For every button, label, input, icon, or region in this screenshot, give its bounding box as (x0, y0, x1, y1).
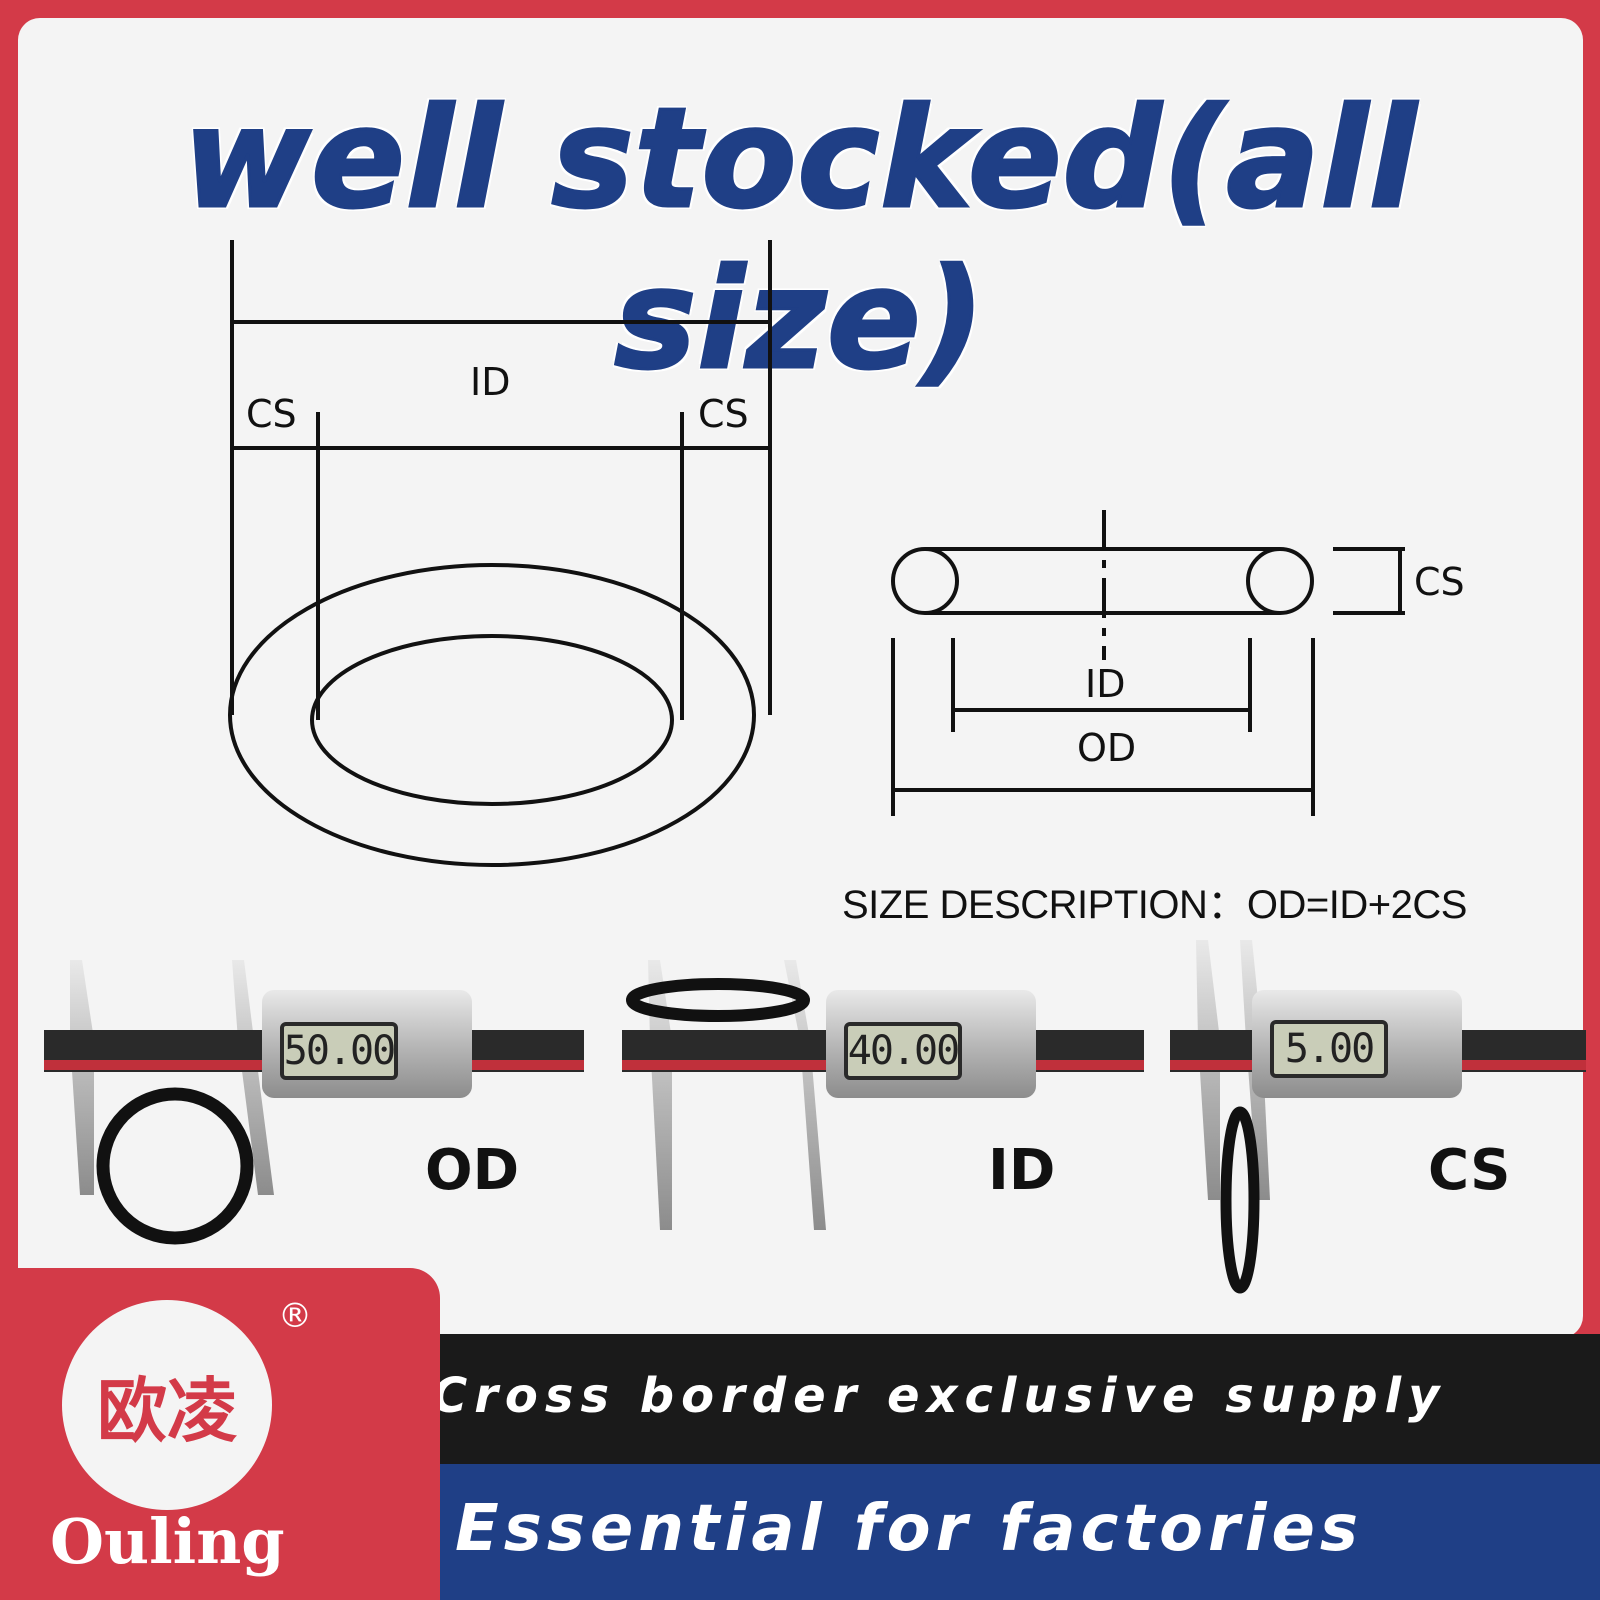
cs-label-side: CS (1414, 560, 1465, 604)
measurement-label-od: OD (425, 1138, 520, 1203)
registered-mark: ® (278, 1296, 312, 1336)
size-description: SIZE DESCRIPTION：OD=ID+2CS (842, 883, 1467, 927)
caliper-cs (1170, 940, 1586, 1294)
od-label-side: OD (1077, 726, 1137, 770)
caliper-id (622, 960, 1144, 1230)
oring-inner-ellipse (310, 634, 674, 806)
slogan-band-black (380, 1334, 1600, 1464)
brand-name: Ouling (50, 1505, 285, 1578)
slogan-band-blue (410, 1464, 1600, 1600)
cs-label-right: CS (698, 392, 749, 436)
slogan-essential: Essential for factories (455, 1492, 1363, 1566)
id-label-top: ID (470, 360, 511, 404)
slogan-cross-border: Cross border exclusive supply (432, 1368, 1447, 1424)
brand-seal-text: 欧凌 (97, 1368, 237, 1452)
cs-label-left: CS (246, 392, 297, 436)
caliper-display-id: 40.00 (844, 1022, 962, 1080)
headline: well stocked(all size) (181, 77, 1418, 402)
id-label-side: ID (1085, 662, 1126, 706)
measurement-label-id: ID (988, 1138, 1056, 1203)
oring-id-sample (626, 978, 810, 1022)
oring-od-sample (96, 1087, 254, 1245)
measurement-label-cs: CS (1428, 1138, 1511, 1203)
content-card (18, 18, 1583, 1338)
brand-seal-logo: 欧凌 (62, 1300, 272, 1510)
oring-cs-sample (1220, 1106, 1260, 1294)
caliper-display-cs: 5.00 (1270, 1020, 1388, 1078)
caliper-display-od: 50.00 (280, 1022, 398, 1080)
